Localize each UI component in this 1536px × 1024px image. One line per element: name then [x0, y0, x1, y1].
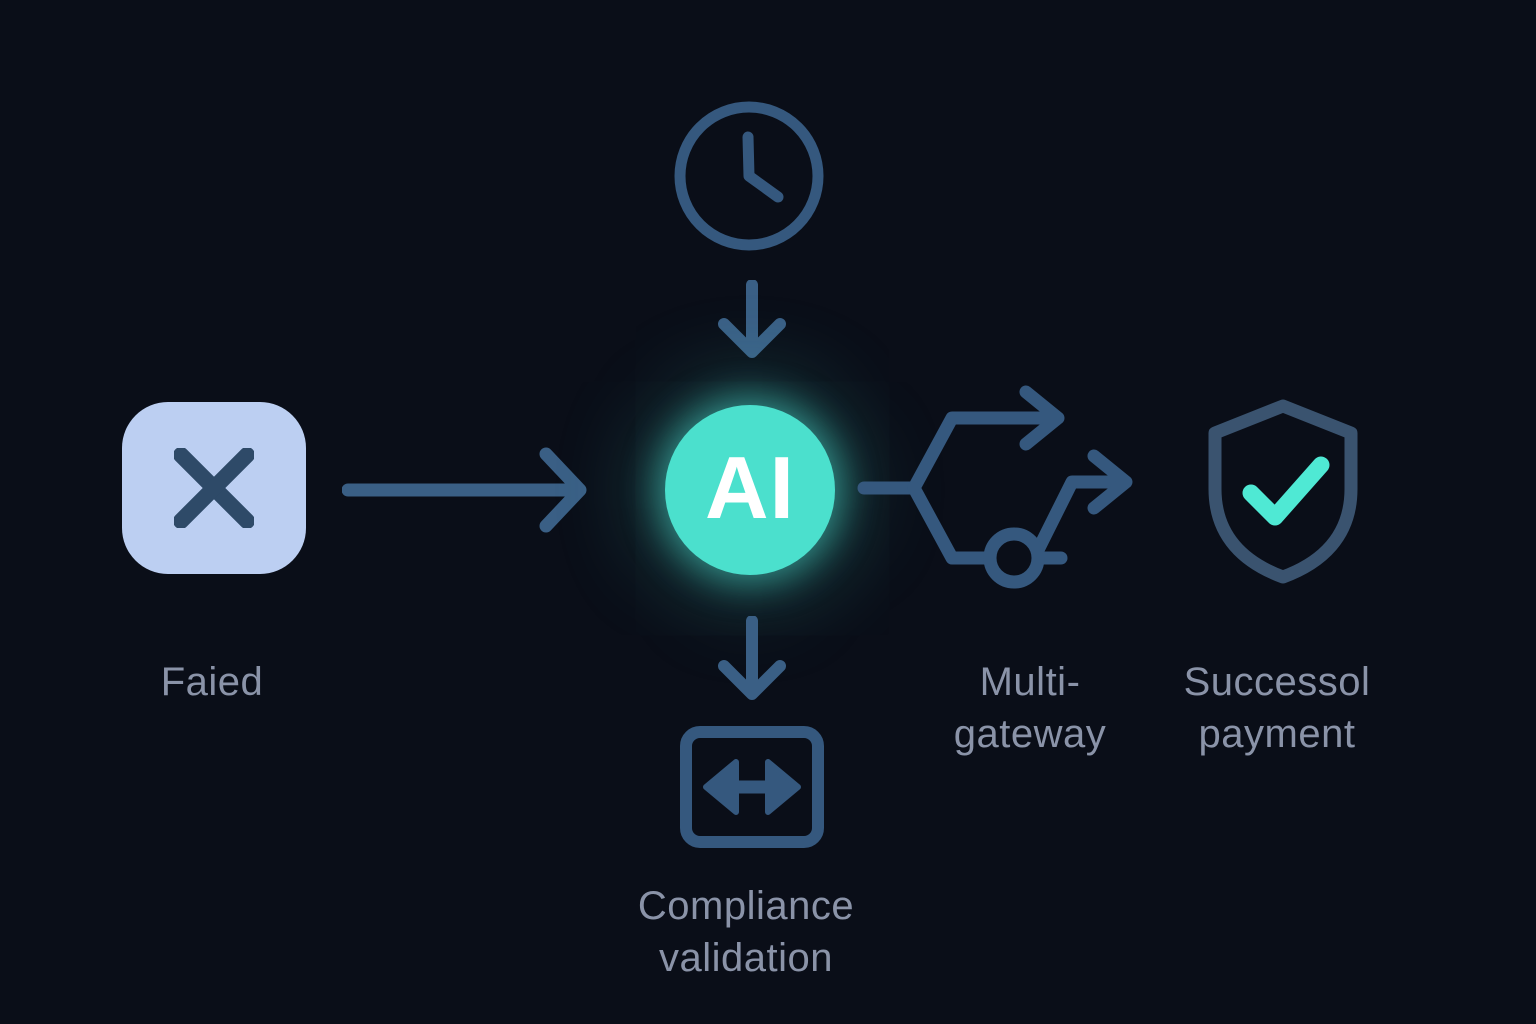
- multi-gateway-label: Multi- gateway: [905, 656, 1155, 760]
- multi-gateway-label-line2: gateway: [953, 712, 1107, 756]
- compliance-label-line2: validation: [658, 936, 833, 980]
- shield-check-icon: [1208, 399, 1358, 584]
- success-label-line1: Successol: [1183, 660, 1371, 704]
- compliance-label: Compliance validation: [596, 880, 896, 984]
- success-label: Successol payment: [1132, 656, 1422, 760]
- x-icon: [174, 448, 254, 528]
- failed-node: [122, 402, 306, 574]
- clock-icon: [674, 101, 824, 251]
- branch-icon: [857, 385, 1133, 589]
- failed-label: Faied: [160, 660, 264, 704]
- compliance-label-line1: Compliance: [637, 884, 855, 928]
- ai-node: AI: [665, 405, 835, 575]
- swap-horizontal-icon: [680, 726, 824, 848]
- arrow-down-icon: [718, 616, 786, 700]
- multi-gateway-label-line1: Multi-: [979, 660, 1081, 704]
- arrow-right-icon: [342, 447, 587, 533]
- ai-node-label: AI: [705, 438, 795, 537]
- arrow-down-icon: [718, 280, 786, 358]
- success-label-line2: payment: [1198, 712, 1356, 756]
- check-icon: [1242, 456, 1330, 526]
